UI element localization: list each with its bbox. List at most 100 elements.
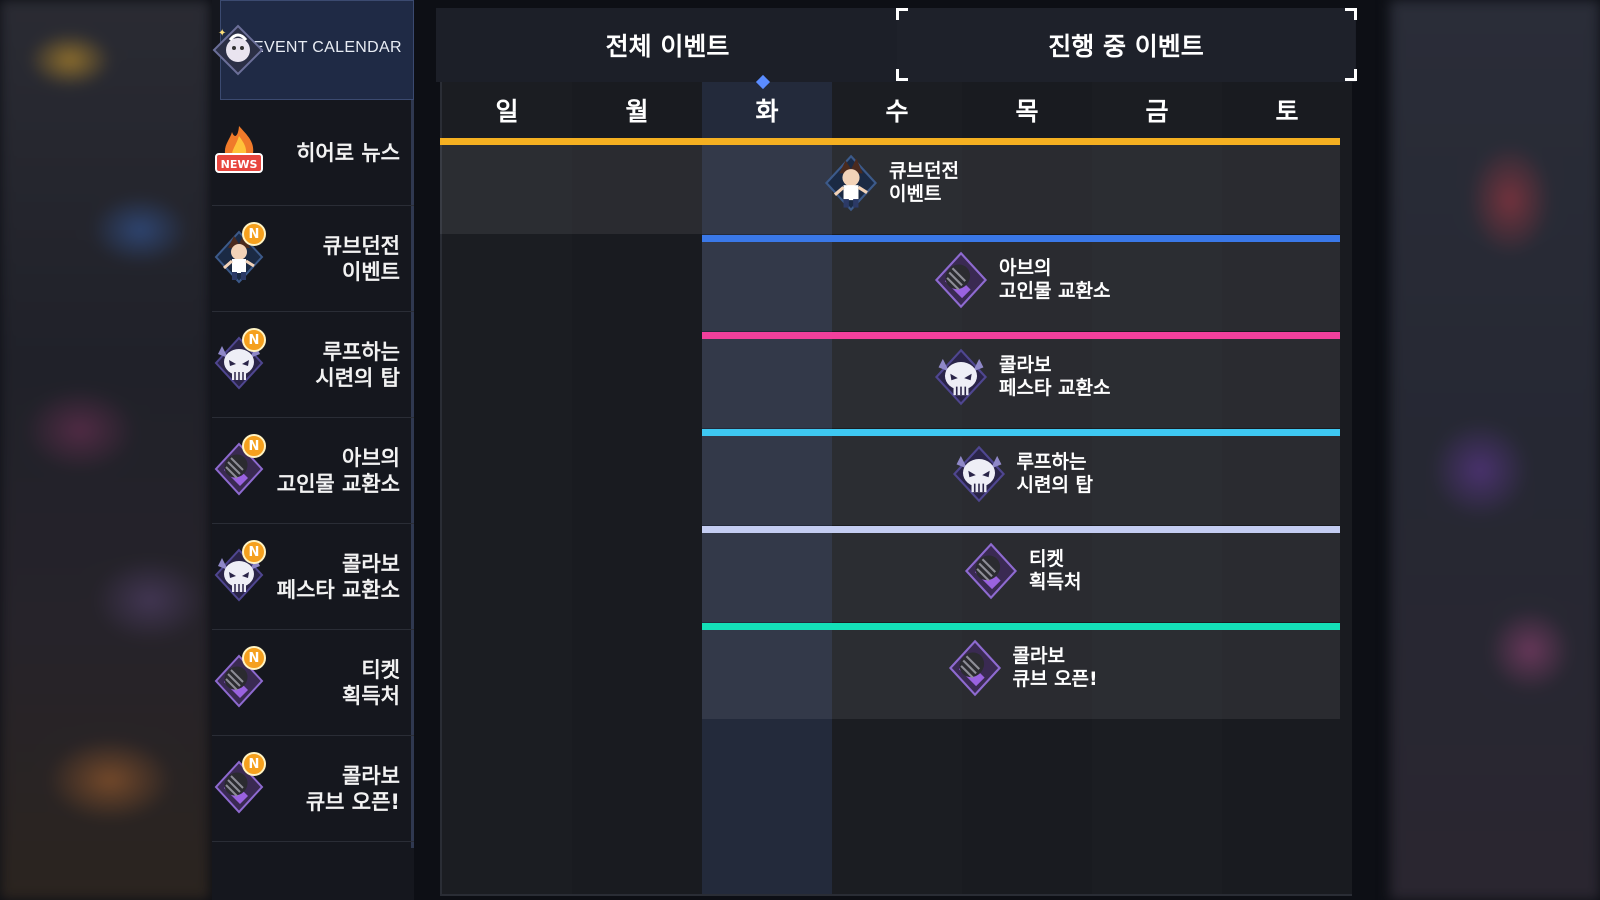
- sidebar-item-label-line1: 콜라보: [342, 551, 400, 576]
- tab-ongoing-events[interactable]: 진행 중 이벤트: [897, 8, 1355, 82]
- sidebar-item-label-line2: 획득처: [342, 683, 400, 708]
- sidebar-item-label-line2: 이벤트: [342, 259, 400, 284]
- sidebar-item-label-line2: 시련의 탑: [315, 365, 400, 390]
- event-label-line2: 획득처: [1029, 571, 1082, 593]
- sidebar-item-label-line1: 아브의: [342, 445, 400, 470]
- day-column: [442, 82, 572, 894]
- microphone-icon: [931, 249, 991, 311]
- tab-selection-corner: [896, 69, 908, 81]
- day-column: [1222, 82, 1352, 894]
- day-header: 목: [1015, 97, 1039, 126]
- tab-selection-corner: [896, 8, 908, 20]
- new-badge: N: [242, 752, 266, 776]
- day-header: 금: [1145, 97, 1169, 126]
- day-header: 토: [1275, 97, 1299, 126]
- sidebar-title: EVENT CALENDAR: [253, 39, 402, 56]
- event-color-line: [702, 332, 1340, 339]
- day-header: 일: [495, 97, 519, 126]
- event-bar[interactable]: [702, 526, 1340, 622]
- sidebar-item-label-line1: 루프하는: [322, 339, 400, 364]
- event-bar[interactable]: [702, 429, 1340, 525]
- blurred-background-left: [0, 0, 210, 900]
- tab-selection-corner: [1345, 8, 1357, 20]
- skull-icon: [949, 443, 1009, 505]
- sidebar-item-label-line1: 티켓: [361, 657, 400, 682]
- sidebar-item-label-line1: 히어로 뉴스: [296, 140, 400, 165]
- event-label-line1: 콜라보: [1012, 645, 1065, 667]
- event-bar[interactable]: [702, 235, 1340, 331]
- day-column: [832, 82, 962, 894]
- event-label-line1: 루프하는: [1016, 451, 1087, 473]
- day-header: 화: [755, 97, 779, 126]
- new-badge: N: [242, 222, 266, 246]
- event-label-line1: 아브의: [999, 257, 1052, 279]
- svg-text:✦: ✦: [218, 28, 226, 39]
- new-badge: N: [242, 434, 266, 458]
- new-badge: N: [242, 646, 266, 670]
- event-label-line1: 콜라보: [999, 354, 1052, 376]
- day-column: [1092, 82, 1222, 894]
- event-color-line: [702, 429, 1340, 436]
- news-flame-icon: NEWS: [212, 122, 266, 180]
- day-header: 수: [885, 97, 909, 126]
- tab-selection-corner: [1345, 69, 1357, 81]
- new-badge: N: [242, 540, 266, 564]
- skull-icon: [931, 346, 991, 408]
- event-label-line1: 티켓: [1029, 548, 1064, 570]
- event-label-line1: 큐브던전: [889, 160, 959, 182]
- microphone-icon: [945, 637, 1005, 699]
- sidebar-divider: [411, 0, 414, 848]
- event-color-line: [440, 138, 1340, 145]
- tab-all-events[interactable]: 전체 이벤트: [605, 32, 730, 61]
- event-bar[interactable]: [440, 138, 1340, 234]
- event-label-line2: 큐브 오픈!: [1012, 668, 1098, 690]
- sidebar-item-label: 히어로 뉴스: [296, 100, 400, 205]
- skull-icon: [212, 334, 266, 392]
- event-label-line2: 고인물 교환소: [999, 280, 1111, 302]
- event-color-line: [702, 623, 1340, 630]
- sidebar-item[interactable]: NEWS 히어로 뉴스: [212, 100, 414, 206]
- microphone-icon: [961, 540, 1021, 602]
- day-column: [572, 82, 702, 894]
- event-bar[interactable]: [702, 332, 1340, 428]
- day-header: 월: [625, 97, 649, 126]
- sidebar-item-label-line2: 큐브 오픈!: [305, 789, 400, 814]
- sidebar-item-label-line2: 고인물 교환소: [276, 471, 400, 496]
- event-calendar-logo-icon: ✦: [212, 24, 264, 76]
- event-label-line2: 시련의 탑: [1016, 474, 1094, 496]
- event-bar[interactable]: [702, 623, 1340, 719]
- svg-text:NEWS: NEWS: [221, 158, 258, 171]
- sidebar-item-label-line2: 페스타 교환소: [276, 577, 400, 602]
- blurred-background-right: [1390, 0, 1600, 900]
- character-icon: [821, 152, 881, 214]
- new-badge: N: [242, 328, 266, 352]
- event-color-line: [702, 235, 1340, 242]
- event-label-line2: 이벤트: [889, 183, 942, 205]
- sidebar-item-label-line1: 큐브던전: [322, 233, 400, 258]
- sidebar-item-label-line1: 콜라보: [342, 763, 400, 788]
- event-label-line2: 페스타 교환소: [999, 377, 1111, 399]
